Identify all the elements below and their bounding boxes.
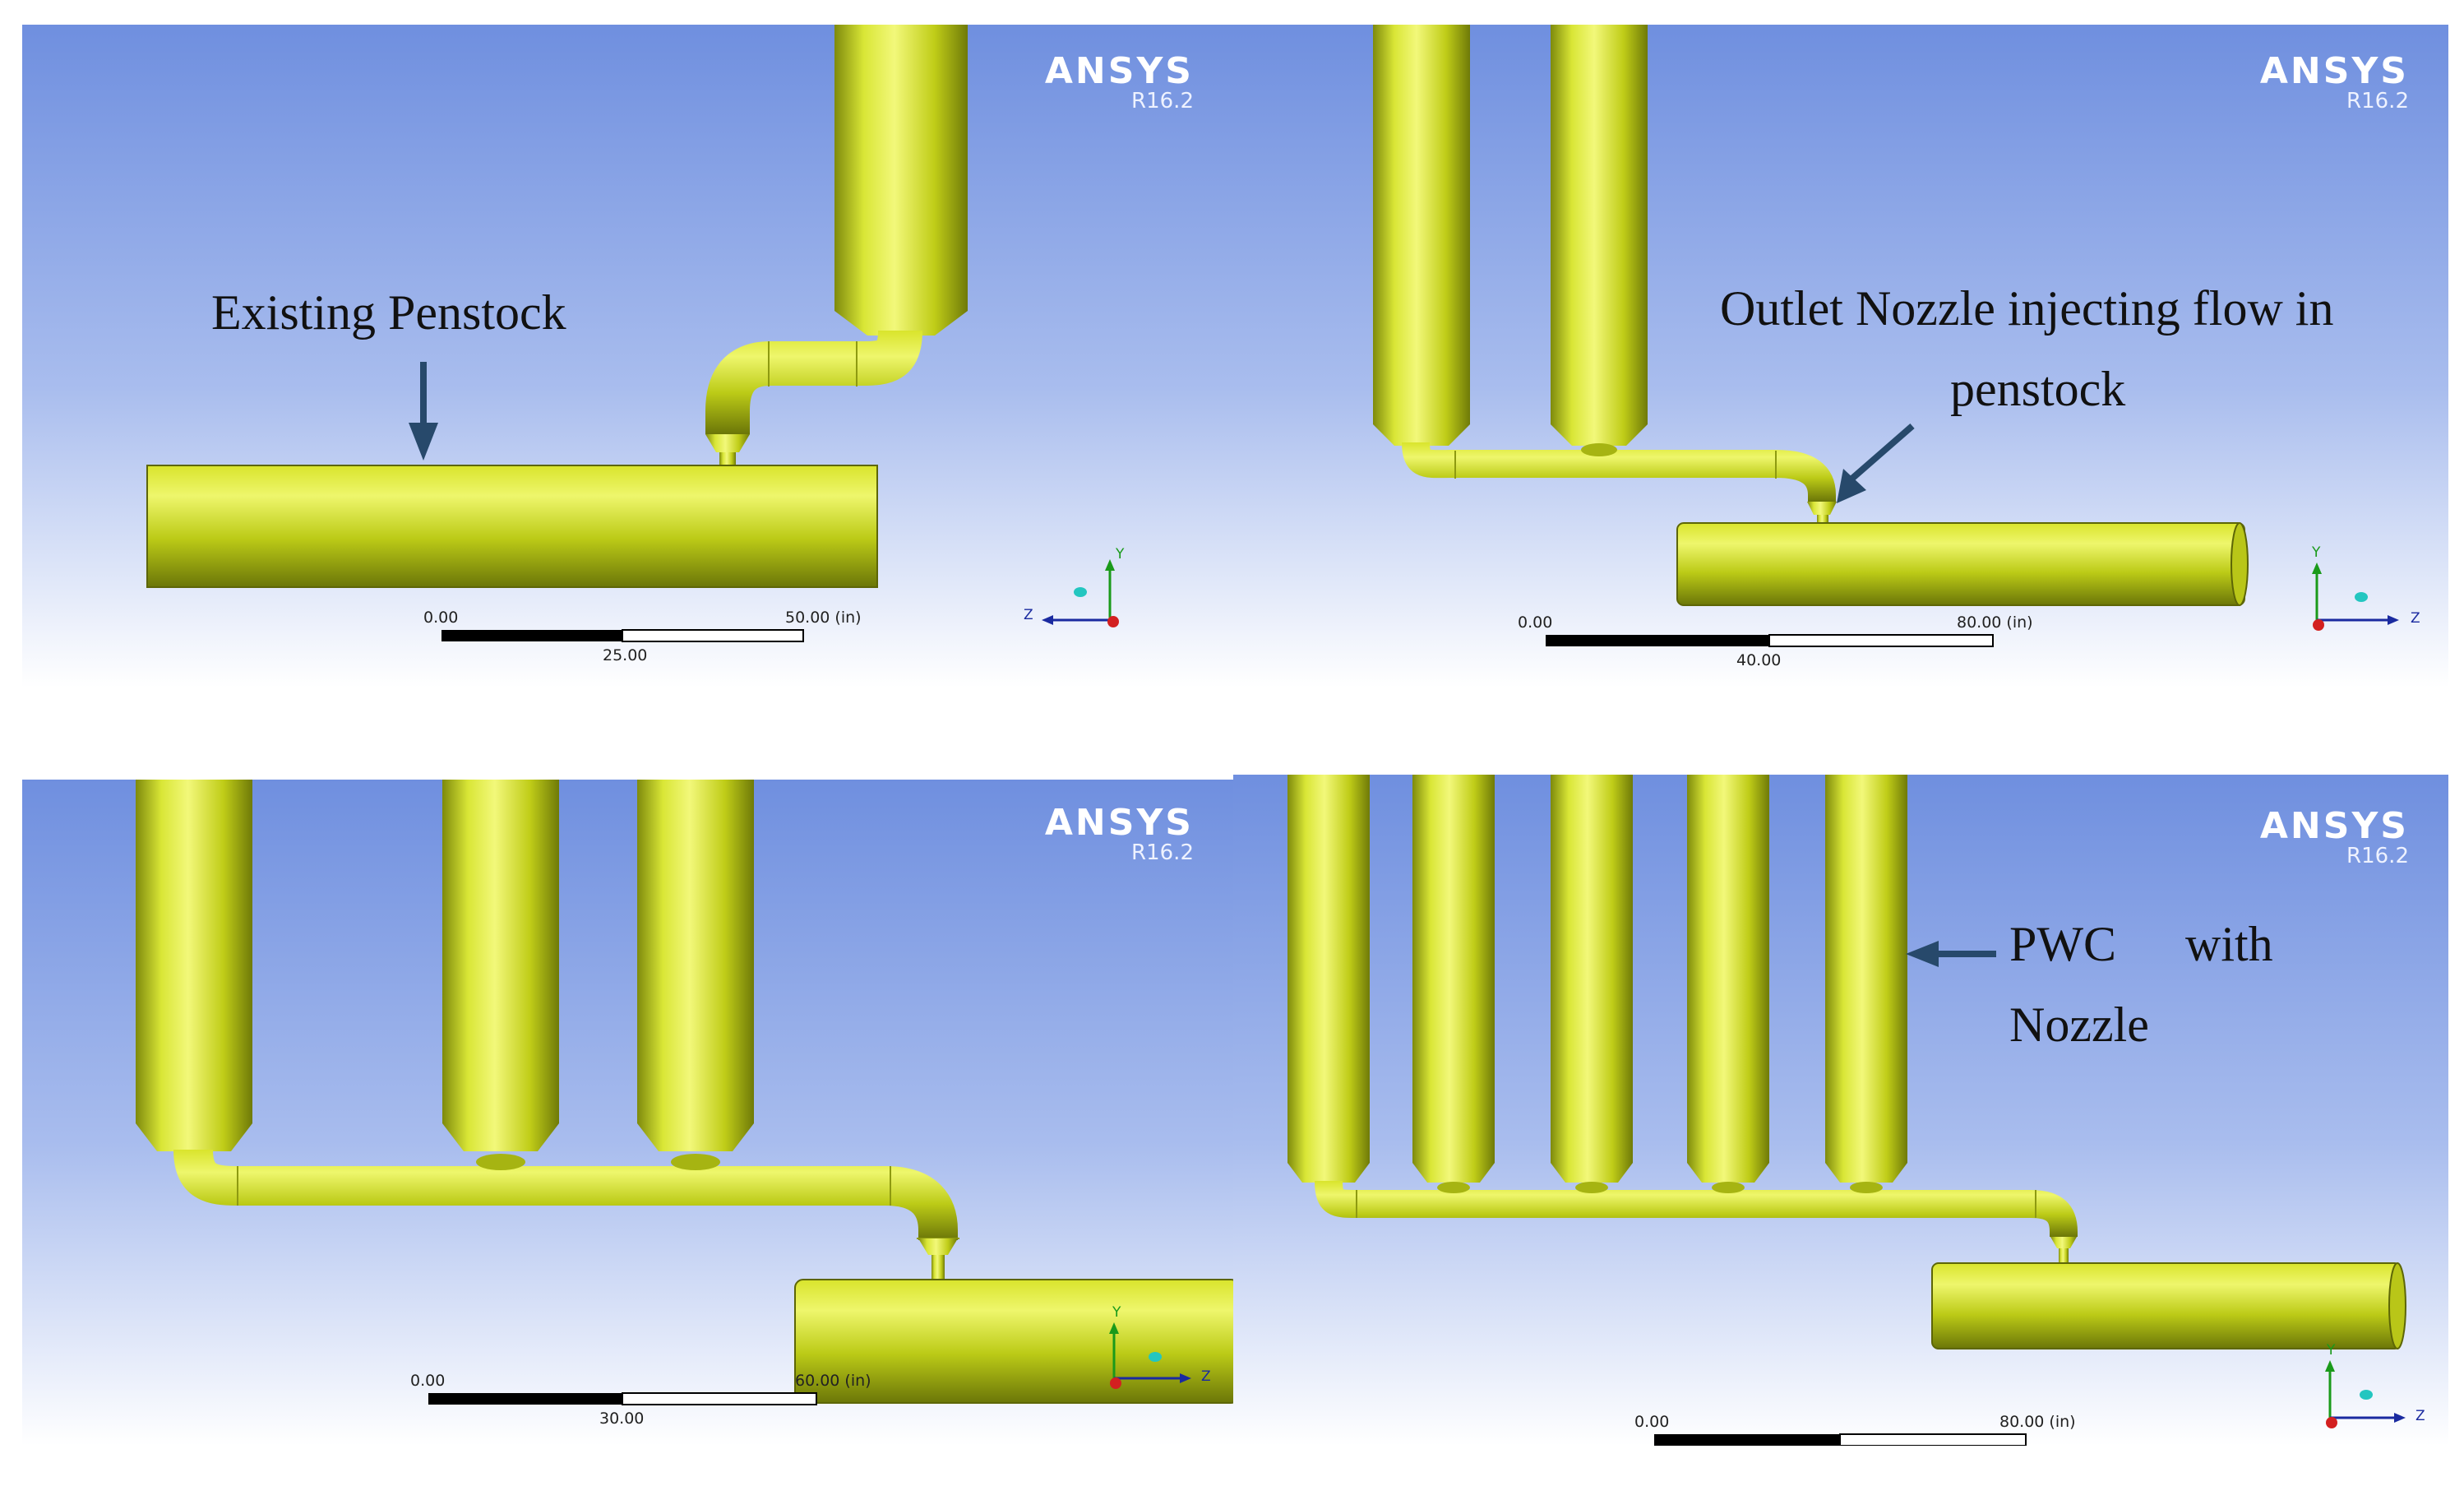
nozzle-stem — [932, 1255, 945, 1285]
scale-mid: 25.00 — [603, 646, 648, 664]
axis-label-z: Z — [2415, 1408, 2425, 1424]
scale-end: 60.00 (in) — [795, 1372, 871, 1390]
axis-label-y: Y — [2312, 544, 2321, 561]
annotation-with: with — [2185, 917, 2273, 971]
scale-end: 80.00 (in) — [1957, 613, 2033, 632]
annotation-pwc: PWC — [2009, 917, 2117, 971]
pwc-cylinder-2 — [442, 780, 559, 1123]
brand-name: ANSYS — [1044, 50, 1194, 92]
axis-label-y: Y — [2327, 1342, 2336, 1359]
annotation-arrowhead — [1837, 469, 1866, 503]
pwc-cylinder-3 — [1551, 775, 1633, 1163]
scale-mid: 30.00 — [599, 1410, 645, 1428]
annotation-existing-penstock: Existing Penstock — [211, 285, 566, 340]
manifold-pipe — [173, 1148, 958, 1240]
brand-logo: ANSYS R16.2 — [2259, 50, 2409, 113]
axis-label-z: Z — [1024, 607, 1033, 623]
annotation-outlet-nozzle-line1: Outlet Nozzle injecting flow in — [1720, 281, 2334, 336]
scale-end: 50.00 (in) — [785, 609, 862, 627]
pwc-cylinder-1 — [1373, 25, 1470, 424]
scale-bar-black — [428, 1393, 622, 1405]
annotation-nozzle: Nozzle — [2009, 998, 2149, 1052]
scale-start: 0.00 — [1634, 1413, 1670, 1431]
scale-bar-white — [1768, 634, 1994, 647]
panel-three-pwc: ANSYS R16.2 0.00 60.00 (in) 30.00 Y Z — [22, 780, 1233, 1446]
axis-label-z: Z — [2411, 610, 2420, 627]
pwc-cylinder-2 — [1412, 775, 1495, 1163]
annotation-outlet-nozzle-line2: penstock — [1950, 362, 2126, 416]
pwc-cylinder-3 — [637, 780, 754, 1123]
panel-outlet-nozzle: ANSYS R16.2 Outlet Nozzle injecting flow… — [1233, 25, 2448, 687]
axis-label-y: Y — [1116, 546, 1125, 562]
outlet-pipe — [705, 329, 922, 434]
penstock-cylinder — [1931, 1262, 2402, 1349]
triad-sphere — [2355, 592, 2368, 602]
panel-2-scene — [1233, 25, 2448, 687]
scale-bar-black — [1654, 1434, 1840, 1446]
scale-bar-white — [622, 1392, 817, 1405]
triad-sphere — [1074, 587, 1087, 597]
annotation-arrowhead — [409, 423, 438, 461]
axis-label-z: Z — [1201, 1368, 1211, 1385]
scale-bar-black — [441, 630, 622, 641]
pwc-cylinder-1 — [1287, 775, 1370, 1163]
scale-bar-white — [622, 629, 804, 642]
scale-mid: 40.00 — [1736, 651, 1782, 669]
brand-logo: ANSYS R16.2 — [2259, 805, 2409, 868]
brand-logo: ANSYS R16.2 — [1044, 50, 1194, 113]
scale-end: 80.00 (in) — [1999, 1413, 2076, 1431]
brand-name: ANSYS — [1044, 802, 1194, 844]
pwc-cylinder — [834, 25, 968, 311]
pwc-cylinder-2 — [1551, 25, 1648, 424]
pwc-cylinder-5 — [1825, 775, 1907, 1163]
penstock-cylinder — [794, 1279, 1233, 1404]
brand-name: ANSYS — [2259, 805, 2409, 847]
brand-version: R16.2 — [2346, 89, 2409, 113]
axis-label-y: Y — [1112, 1304, 1121, 1321]
scale-bar-black — [1546, 635, 1769, 646]
panel-pwc-with-nozzle: ANSYS R16.2 PWC with Nozzle 0.00 80.00 (… — [1233, 775, 2448, 1446]
scale-bar-white — [1839, 1433, 2027, 1446]
annotation-arrowhead — [1906, 941, 1939, 967]
panel-1-scene — [22, 25, 1233, 687]
panel-4-scene — [1233, 775, 2448, 1446]
scale-start: 0.00 — [1518, 613, 1553, 632]
brand-version: R16.2 — [1131, 89, 1194, 113]
panel-3-scene — [22, 780, 1233, 1446]
brand-logo: ANSYS R16.2 — [1044, 802, 1194, 865]
penstock-cylinder — [146, 465, 878, 588]
panel-existing-penstock: ANSYS R16.2 Existing Penstock 0.00 50.00… — [22, 25, 1233, 687]
nozzle-cone — [705, 434, 750, 452]
triad-sphere — [2360, 1390, 2373, 1400]
brand-version: R16.2 — [1131, 840, 1194, 865]
pwc-cylinder-1 — [136, 780, 252, 1123]
triad-sphere — [1149, 1352, 1162, 1362]
brand-name: ANSYS — [2259, 50, 2409, 92]
brand-version: R16.2 — [2346, 844, 2409, 868]
manifold-pipe — [1315, 1180, 2078, 1237]
scale-start: 0.00 — [423, 609, 459, 627]
penstock-cylinder — [1676, 522, 2245, 606]
scale-start: 0.00 — [410, 1372, 446, 1390]
annotation-arrow — [1846, 423, 1915, 485]
pwc-cone — [834, 311, 968, 336]
pwc-cylinder-4 — [1687, 775, 1769, 1163]
